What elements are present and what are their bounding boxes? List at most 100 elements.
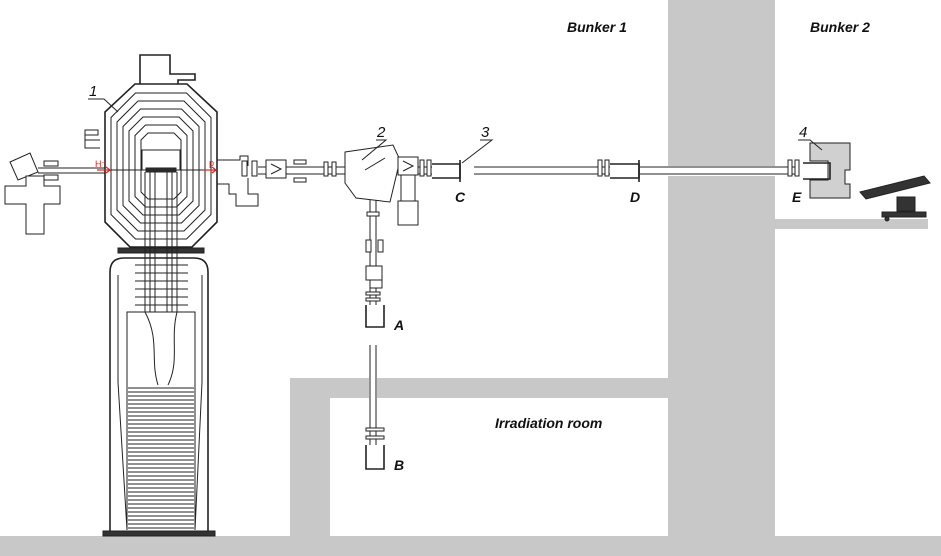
quadrupole-lens [377,239,384,253]
beam-markers: H⁻ p [95,158,217,174]
bunker-1-label: Bunker 1 [567,19,627,35]
patient-couch-leg [896,196,916,212]
endpoint-b-chamber [365,445,385,470]
column-fins [135,264,188,306]
proton-arrowhead [211,166,217,174]
ion-source [4,152,61,235]
beam-valve [365,291,381,296]
endpoint-e-chamber [803,162,831,180]
beam-valve [419,159,425,177]
ion-source-body [4,175,61,235]
beam-valve [323,161,329,177]
steering-magnet-symbol [402,160,415,172]
switching-magnet [344,144,401,203]
bunker-2-shelf [775,219,928,229]
endpoint-e-label: E [792,189,802,205]
beam-valve [604,159,610,177]
switching-magnet-gap [364,157,386,171]
steering-magnet-symbol [270,163,283,175]
column-top-plate [117,247,205,254]
beamline-components [241,144,432,440]
wall-beam-penetration [668,166,775,176]
accelerator-target-chamber [141,149,181,171]
ion-source-head [9,152,39,181]
leader-2 [361,139,388,161]
endpoint-c-chamber [432,163,461,179]
component-2-label: 2 [376,124,386,141]
column-base-plate [102,530,216,537]
accelerator-left-port [84,129,100,149]
beam-valve [365,427,385,432]
accelerator-column [109,257,209,535]
h-minus-label: H⁻ [95,159,106,169]
patient-couch-wheel [884,216,890,222]
ceiling-beam-penetration [369,378,377,398]
leader-1 [88,98,119,113]
column-taper-left [117,275,128,531]
bunker-dividing-wall [668,0,775,536]
leader-3 [461,139,494,164]
column-tubes [144,172,178,386]
endpoint-d-label: D [630,189,640,205]
quadrupole-lens [293,177,307,183]
beam-valve [787,159,793,177]
steering-magnet-box [397,156,419,176]
endpoint-a-label: A [393,317,404,333]
component-3-label: 3 [481,124,490,141]
beam-valve [597,159,603,177]
leader-lines [88,98,823,164]
beam-valve [794,159,800,177]
column-taper-right [194,275,203,531]
column-inner-shell [126,311,196,530]
column-charge-belt [144,311,178,386]
component-1-label: 1 [89,83,97,100]
leader-4 [798,139,823,151]
endpoint-c-label: C [455,189,466,205]
patient-couch-base [881,211,927,218]
accelerator-ring [128,116,194,216]
h-minus-arrowhead [105,166,111,174]
accelerator-ring [140,132,182,200]
component-4-label: 4 [799,124,807,141]
floor [0,536,941,556]
labels: Bunker 1 Bunker 2 Irradiation room 1 2 3… [89,19,870,473]
beam-valve [366,211,380,217]
irradiation-room-pillar [290,398,330,536]
ion-source-lens [43,174,59,181]
bunker-2-label: Bunker 2 [810,19,870,35]
steering-magnet-box [265,159,287,179]
beam-valve [365,297,381,302]
beam-valve [331,161,337,177]
accelerator-rings [110,92,212,240]
quadrupole-lens [365,239,372,253]
beam-valve [426,159,432,177]
accelerator-ring [122,108,200,224]
steering-magnet-box [365,265,383,281]
accelerator [84,54,259,537]
ion-source-lens [43,160,59,167]
beam-valve [251,160,258,177]
accelerator-right-port [217,155,259,207]
endpoint-d-chamber [610,163,640,179]
irradiation-room-ceiling [290,378,668,398]
injection-beamline [38,167,105,174]
endpoint-a-chamber [365,305,385,328]
main-beamline-4 [640,166,797,175]
vacuum-pump [397,200,419,226]
end-stations [365,142,931,470]
column-disks [128,387,194,529]
accelerator-ring [110,92,212,240]
beam-valve [365,435,385,440]
irradiation-room-label: Irradiation room [495,415,602,431]
patient-couch [859,175,931,200]
accelerator-ring [116,100,206,232]
accelerator-vessel [104,83,218,248]
quadrupole-lens [293,159,307,165]
beam-valve [241,160,248,177]
beam-diagnostic-chamber [369,279,383,289]
beam-diagnostic-chamber [400,174,416,202]
endpoint-b-label: B [394,457,404,473]
accelerator-chimney [139,54,196,84]
